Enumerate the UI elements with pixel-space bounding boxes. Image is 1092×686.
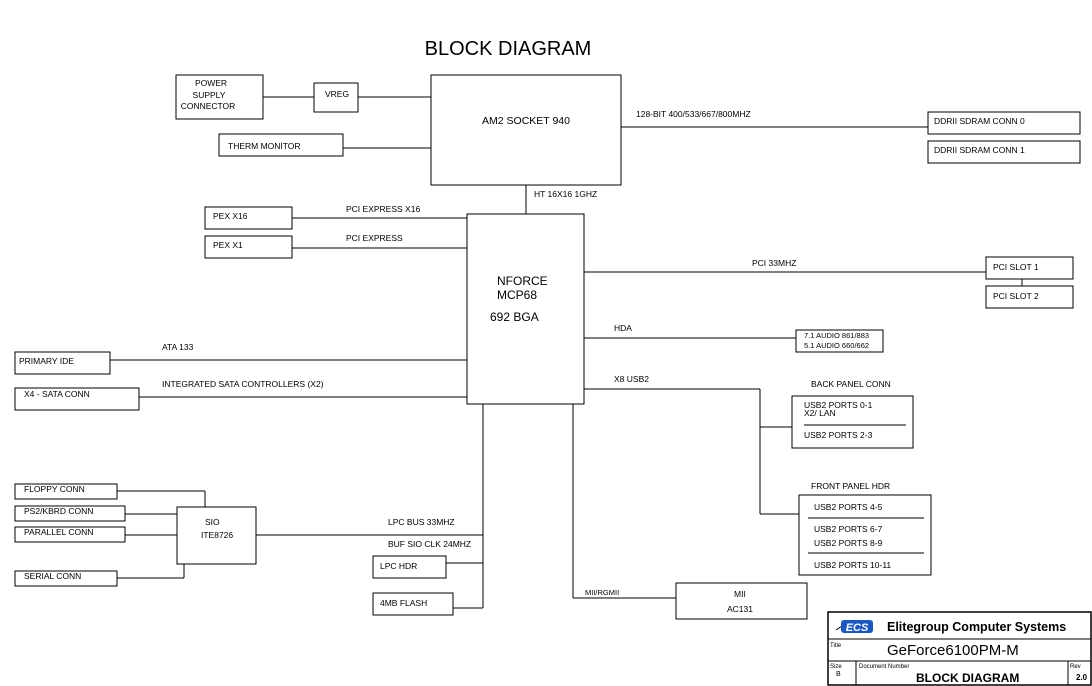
sata-conn-block: X4 - SATA CONN	[14, 387, 140, 411]
doc-field-label: Document Number	[859, 664, 909, 670]
ddr1-label: DDRII SDRAM CONN 1	[934, 145, 1025, 155]
doc-field-value: BLOCK DIAGRAM	[916, 671, 1019, 685]
pex1-block: PEX X1	[204, 235, 293, 259]
flash-block: 4MB FLASH	[372, 592, 454, 616]
ddr1-block: DDRII SDRAM CONN 1	[927, 140, 1081, 164]
pci-33-label: PCI 33MHZ	[752, 258, 796, 268]
mem-bus-label: 128-BIT 400/533/667/800MHZ	[636, 109, 751, 119]
pci-slot-1-block: PCI SLOT 1	[985, 256, 1074, 280]
pci-slot-2-block: PCI SLOT 2	[985, 285, 1074, 309]
rev-field-label: Rev	[1070, 664, 1081, 670]
ht-label: HT 16X16 1GHZ	[534, 189, 597, 199]
lpc-hdr-label: LPC HDR	[380, 561, 417, 571]
size-field-label: Size	[830, 664, 842, 670]
lpc-hdr-block: LPC HDR	[372, 555, 447, 579]
mii-block: MII AC131	[675, 582, 808, 620]
parallel-label: PARALLEL CONN	[24, 527, 93, 537]
back-panel-label-2: X2/ LAN	[804, 408, 836, 418]
floppy-block: FLOPPY CONN	[14, 483, 118, 500]
size-field-value: B	[836, 671, 841, 678]
back-panel-label-1: USB2 PORTS 0-1	[804, 400, 873, 410]
back-panel-conn-label: BACK PANEL CONN	[811, 379, 891, 389]
pex16-label: PEX X16	[213, 211, 248, 221]
sio-label-1: SIO	[205, 517, 220, 527]
mii-label-2: AC131	[727, 604, 753, 614]
title-block: ECS Elitegroup Computer Systems Title Ge…	[827, 611, 1092, 686]
front-panel-label-4: USB2 PORTS 10-11	[814, 560, 891, 570]
pci-slot-2-label: PCI SLOT 2	[993, 291, 1039, 301]
ecs-logo: ECS	[835, 620, 873, 634]
pex16-block: PEX X16	[204, 206, 293, 230]
mcp-label-3: 692 BGA	[490, 310, 539, 324]
pci-express-x16-label: PCI EXPRESS X16	[346, 204, 420, 214]
buf-sio-clk-label: BUF SIO CLK 24MHZ	[388, 539, 471, 549]
title-field-label: Title	[830, 643, 842, 649]
power-supply-label-1: POWER	[195, 78, 227, 88]
ata-label: ATA 133	[162, 342, 194, 352]
ps2-label: PS2/KBRD CONN	[24, 506, 93, 516]
power-supply-label-2: SUPPLY	[193, 90, 226, 100]
primary-ide-label: PRIMARY IDE	[19, 356, 74, 366]
pex1-label: PEX X1	[213, 240, 243, 250]
mcp-block: NFORCE MCP68 692 BGA	[466, 213, 585, 405]
ddr0-label: DDRII SDRAM CONN 0	[934, 116, 1025, 126]
audio-block: 7.1 AUDIO 861/883 5.1 AUDIO 660/662	[795, 329, 884, 353]
ecs-logo-badge	[841, 620, 873, 633]
connection-lines	[110, 96, 1023, 609]
ps2-block: PS2/KBRD CONN	[14, 505, 126, 522]
sio-label-2: ITE8726	[201, 530, 233, 540]
flash-label: 4MB FLASH	[380, 598, 427, 608]
back-panel-label-3: USB2 PORTS 2-3	[804, 430, 873, 440]
power-supply-label-3: CONNECTOR	[181, 101, 236, 111]
title-field-value: GeForce6100PM-M	[887, 642, 1019, 659]
power-supply-connector-block: POWER SUPPLY CONNECTOR	[175, 74, 264, 120]
diagram-title: BLOCK DIAGRAM	[425, 38, 592, 60]
front-panel-block: USB2 PORTS 4-5 USB2 PORTS 6-7 USB2 PORTS…	[798, 494, 932, 576]
floppy-label: FLOPPY CONN	[24, 484, 85, 494]
primary-ide-block: PRIMARY IDE	[14, 351, 111, 375]
sata-conn-label: X4 - SATA CONN	[24, 389, 90, 399]
sata-label: INTEGRATED SATA CONTROLLERS (X2)	[162, 379, 324, 389]
therm-monitor-label: THERM MONITOR	[228, 141, 301, 151]
front-panel-label-3: USB2 PORTS 8-9	[814, 538, 883, 548]
hda-label: HDA	[614, 323, 632, 333]
serial-block: SERIAL CONN	[14, 570, 118, 587]
company-name: Elitegroup Computer Systems	[887, 620, 1066, 634]
audio-label-1: 7.1 AUDIO 861/883	[804, 331, 869, 340]
pci-slot-1-label: PCI SLOT 1	[993, 262, 1039, 272]
audio-label-2: 5.1 AUDIO 660/662	[804, 341, 869, 350]
front-panel-hdr-label: FRONT PANEL HDR	[811, 481, 890, 491]
vreg-label: VREG	[325, 89, 349, 99]
mcp-label-2: MCP68	[497, 288, 537, 302]
mii-label-1: MII	[734, 589, 746, 599]
sio-block: SIO ITE8726	[176, 506, 257, 565]
vreg-block: VREG	[313, 82, 359, 113]
back-panel-block: USB2 PORTS 0-1 X2/ LAN USB2 PORTS 2-3	[791, 395, 914, 449]
cpu-socket-block: AM2 SOCKET 940	[430, 74, 622, 186]
front-panel-label-2: USB2 PORTS 6-7	[814, 524, 883, 534]
front-panel-label-1: USB2 PORTS 4-5	[814, 502, 883, 512]
pci-express-label: PCI EXPRESS	[346, 233, 403, 243]
parallel-block: PARALLEL CONN	[14, 526, 126, 543]
rev-field-value: 2.0	[1076, 673, 1088, 682]
cpu-socket-label: AM2 SOCKET 940	[482, 115, 570, 127]
usb-label: X8 USB2	[614, 374, 649, 384]
therm-monitor-block: THERM MONITOR	[218, 133, 344, 157]
serial-label: SERIAL CONN	[24, 571, 81, 581]
mii-rgmii-label: MII/RGMII	[585, 588, 619, 597]
ecs-logo-text: ECS	[846, 622, 869, 634]
ddr0-block: DDRII SDRAM CONN 0	[927, 111, 1081, 135]
lpc-bus-label: LPC BUS 33MHZ	[388, 517, 455, 527]
mcp-label-1: NFORCE	[497, 274, 548, 288]
